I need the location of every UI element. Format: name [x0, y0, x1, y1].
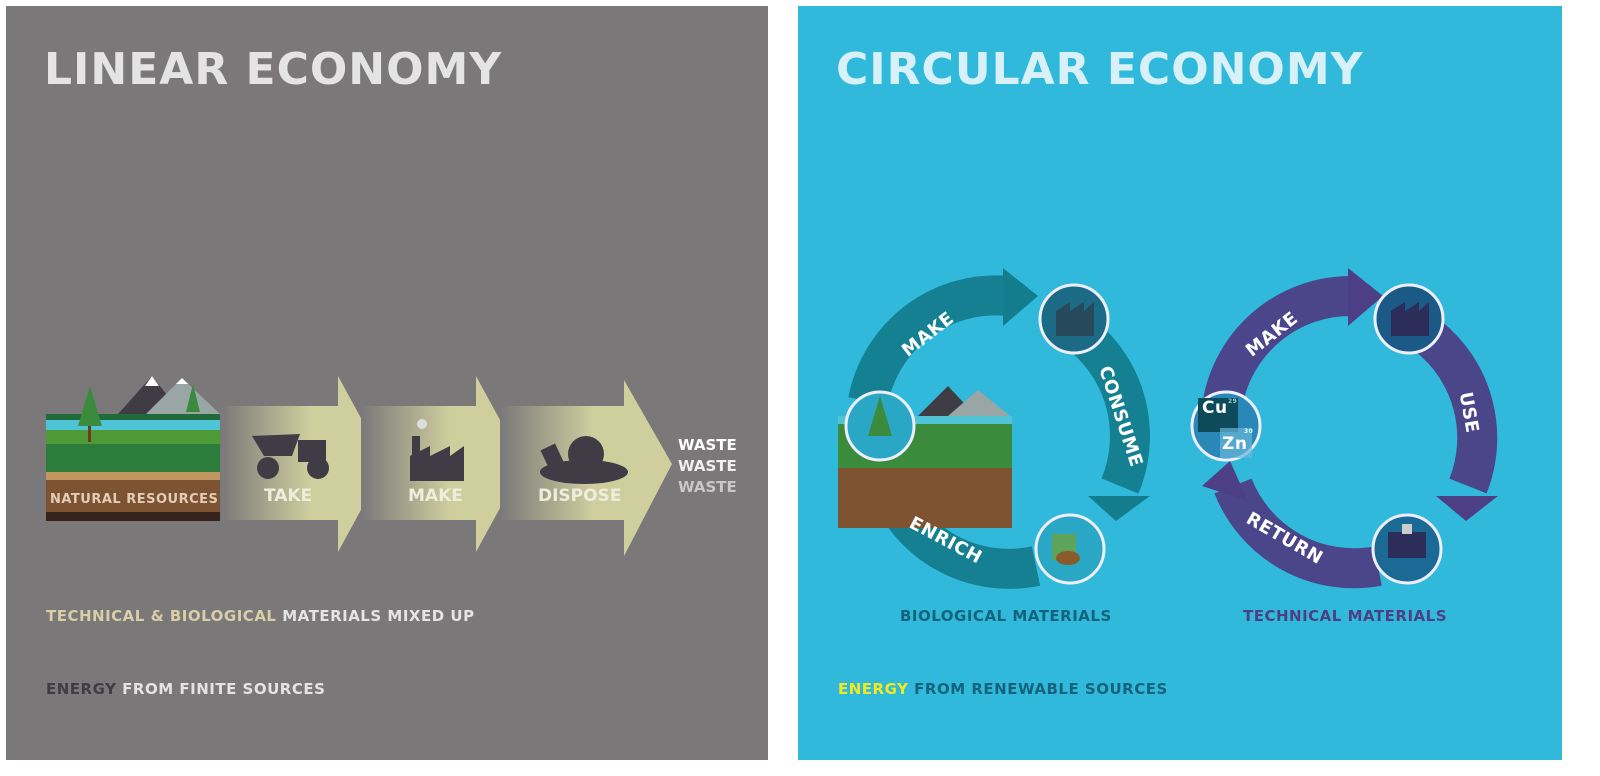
copper-element-icon — [1198, 398, 1252, 458]
landfill-icon — [540, 436, 628, 484]
natural-resources-landscape — [46, 376, 220, 521]
biological-caption: BIOLOGICAL MATERIALS — [900, 607, 1112, 625]
tech-cycle — [1203, 275, 1498, 589]
dump-truck-icon — [252, 434, 329, 479]
factory-icon — [1056, 302, 1094, 336]
computer-icon — [1388, 524, 1426, 558]
factory-icon — [410, 419, 464, 481]
circular-economy-panel: CIRCULAR ECONOMY — [798, 6, 1562, 760]
take-label: TAKE — [264, 486, 313, 506]
zn-symbol: Zn — [1222, 434, 1248, 454]
natural-resources-label: NATURAL RESOURCES — [50, 492, 219, 507]
take-arrow — [220, 376, 386, 552]
waste-label: WASTE — [678, 478, 737, 496]
linear-title: LINEAR ECONOMY — [44, 44, 503, 95]
factory-icon — [1391, 302, 1429, 336]
circular-cycles-graphic — [838, 268, 1498, 589]
waste-label: WASTE — [678, 457, 737, 475]
make-label: MAKE — [408, 486, 463, 506]
tree-icon — [868, 396, 892, 436]
energy-caption: ENERGY FROM FINITE SOURCES — [46, 680, 326, 698]
dispose-label: DISPOSE — [538, 486, 622, 506]
zn-number: 30 — [1244, 428, 1254, 435]
waste-label: WASTE — [678, 436, 737, 454]
materials-caption: TECHNICAL & BIOLOGICAL MATERIALS MIXED U… — [46, 607, 475, 625]
linear-flow-graphic — [46, 376, 672, 556]
energy-caption: ENERGY FROM RENEWABLE SOURCES — [838, 680, 1168, 698]
cu-symbol: Cu — [1202, 398, 1228, 418]
food-icon — [1052, 534, 1080, 565]
cu-number: 29 — [1228, 398, 1238, 405]
circular-title: CIRCULAR ECONOMY — [836, 44, 1364, 95]
linear-economy-panel: LINEAR ECONOMY NATURAL RESOURCES TAKE MA… — [6, 6, 768, 760]
technical-caption: TECHNICAL MATERIALS — [1243, 607, 1448, 625]
